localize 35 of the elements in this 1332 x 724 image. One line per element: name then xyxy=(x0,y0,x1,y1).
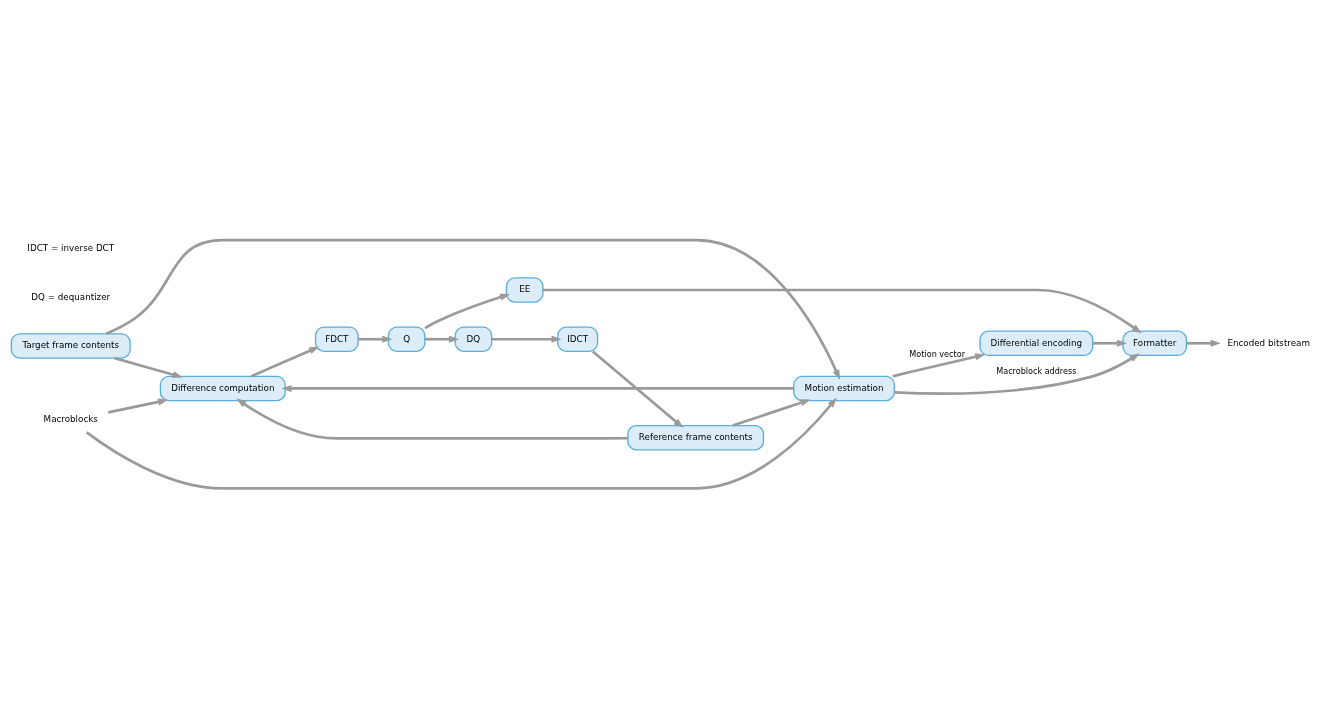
arrow xyxy=(358,335,393,343)
arrow xyxy=(114,356,183,378)
arrow xyxy=(892,352,986,378)
node-text: Encoded bitstream xyxy=(1227,337,1310,348)
label: DQ = dequantizer xyxy=(31,291,111,302)
node-box: DQ xyxy=(454,325,493,352)
arrow xyxy=(894,352,1140,395)
arrow xyxy=(281,384,794,392)
arrow xyxy=(1092,339,1127,347)
arrow xyxy=(424,293,511,329)
node-box: Differential encoding xyxy=(979,329,1094,356)
node-box: IDCT xyxy=(557,325,599,352)
arrow xyxy=(1186,339,1221,347)
arrow xyxy=(543,288,1142,333)
arrow xyxy=(236,397,628,440)
node-box: Motion estimation xyxy=(793,375,895,401)
label: IDCT = inverse DCT xyxy=(27,242,115,253)
node-box: Reference frame contents xyxy=(627,424,765,451)
node-box: EE xyxy=(505,276,544,303)
arrow xyxy=(250,346,320,378)
arrow xyxy=(108,397,169,414)
edge-label: Macroblock address xyxy=(996,365,1077,376)
node-text: Macroblocks xyxy=(43,413,98,424)
node-box: Formatter xyxy=(1122,329,1188,356)
arrow xyxy=(491,335,562,343)
arrow xyxy=(105,238,841,380)
node-box: FDCT xyxy=(314,325,359,352)
arrow xyxy=(85,397,837,490)
arrow xyxy=(591,349,684,428)
arrow xyxy=(732,398,811,427)
node-box: Q xyxy=(387,325,426,352)
node-box: Target frame contents xyxy=(10,332,131,359)
arrow xyxy=(425,335,460,343)
node-box: Difference computation xyxy=(159,375,286,401)
edge-label: Motion vector xyxy=(909,348,965,359)
